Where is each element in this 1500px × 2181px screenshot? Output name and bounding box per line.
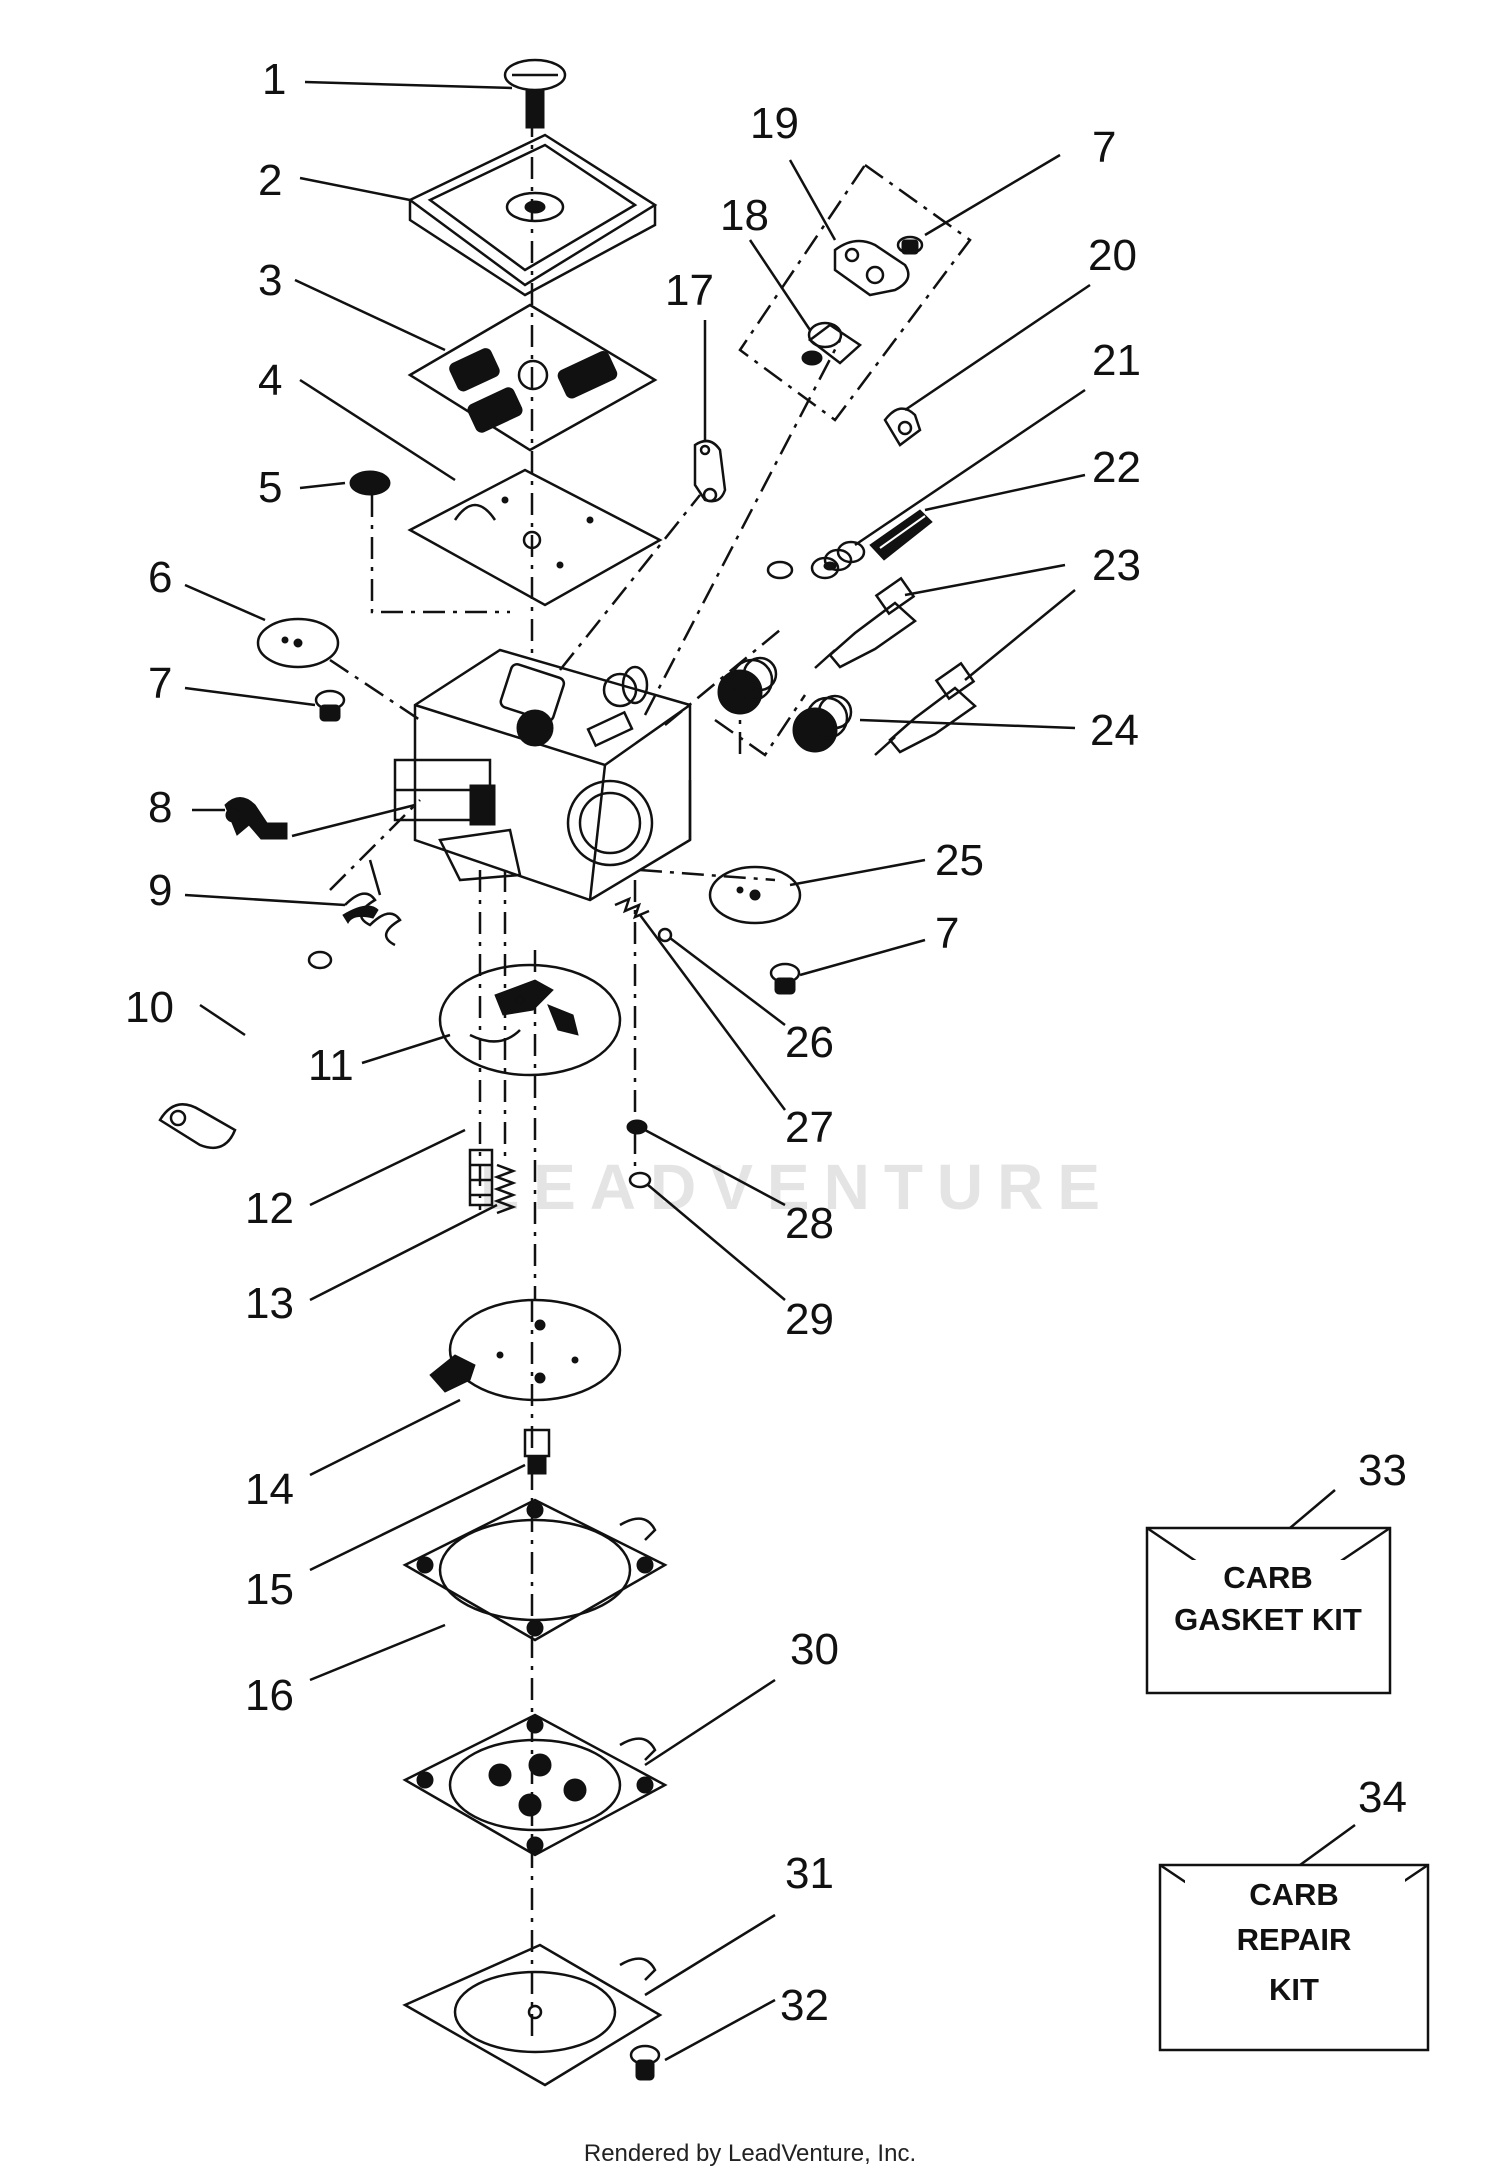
footer-credit: Rendered by LeadVenture, Inc. (583, 2140, 917, 2167)
gasket-kit-line2: GASKET KIT (1174, 1602, 1362, 1637)
part-19-lever (833, 239, 910, 297)
label-part-34: 34 (1358, 1773, 1407, 1822)
label-part-31: 31 (785, 1849, 834, 1898)
part-18-bushing (801, 321, 863, 366)
repair-kit-envelope: CARB REPAIR KIT (1158, 1863, 1430, 2052)
label-part-10: 10 (125, 983, 174, 1032)
part-7-screw-left (314, 689, 346, 722)
sub-assembly-box (738, 163, 972, 422)
part-26-27-spring-ball (614, 896, 673, 943)
repair-kit-line2: REPAIR (1237, 1922, 1352, 1957)
label-part-33: 33 (1358, 1446, 1407, 1495)
label-part-12: 12 (245, 1184, 294, 1233)
part-13-spring (493, 1163, 517, 1215)
part-31-metering-cover (402, 1943, 663, 2087)
part-28-29-plug-screen (626, 1119, 652, 1189)
label-part-19: 19 (750, 99, 799, 148)
repair-kit-line3: KIT (1269, 1972, 1319, 2007)
label-part-7-top: 7 (1092, 123, 1116, 172)
part-30-metering-diaphragm (402, 1713, 668, 1857)
label-part-7-left: 7 (148, 659, 172, 708)
part-14-metering-body (429, 1298, 622, 1402)
label-part-18: 18 (720, 191, 769, 240)
assembly-centerlines (329, 115, 842, 2040)
label-part-23: 23 (1092, 541, 1141, 590)
label-part-25: 25 (935, 836, 984, 885)
label-part-30: 30 (790, 1625, 839, 1674)
part-15-screw (523, 1428, 551, 1475)
part-2-pump-cover (407, 133, 658, 297)
label-part-11: 11 (308, 1041, 354, 1090)
label-part-3: 3 (258, 256, 282, 305)
label-part-7-right: 7 (935, 909, 959, 958)
watermark-text: LEADVENTURE (480, 1151, 1115, 1223)
label-part-13: 13 (245, 1279, 294, 1328)
part-11-metering-lever-plate (438, 963, 622, 1077)
part-9-spring (342, 859, 402, 947)
label-part-15: 15 (245, 1565, 294, 1614)
part-10-throttle-shaft (158, 950, 333, 1150)
part-7-screw-top (896, 235, 924, 255)
label-part-2: 2 (258, 156, 282, 205)
part-4-pump-diaphragm (407, 468, 663, 607)
part-17-clip (693, 439, 727, 503)
part-23-adjusting-needles (814, 576, 978, 756)
label-part-5: 5 (258, 463, 282, 512)
part-24-needle-springs (717, 656, 853, 753)
label-part-6: 6 (148, 553, 172, 602)
part-1-screw (503, 58, 567, 129)
part-8-fuel-fitting (224, 797, 288, 840)
part-6-choke-plate (256, 617, 340, 669)
part-20-choke-shaft (766, 407, 922, 580)
label-part-1: 1 (262, 55, 286, 104)
label-part-28: 28 (785, 1199, 834, 1248)
leader-lines (184, 80, 1356, 2062)
label-part-32: 32 (780, 1981, 829, 2030)
part-32-screw (629, 2044, 661, 2081)
label-part-27: 27 (785, 1103, 834, 1152)
part-22-idle-screw (869, 509, 933, 561)
label-part-29: 29 (785, 1295, 834, 1344)
label-part-26: 26 (785, 1018, 834, 1067)
label-part-17: 17 (665, 266, 714, 315)
gasket-kit-line1: CARB (1223, 1560, 1313, 1595)
part-3-pump-gasket (407, 303, 658, 452)
gasket-kit-envelope: CARB GASKET KIT (1145, 1526, 1392, 1695)
label-part-21: 21 (1092, 336, 1141, 385)
label-part-9: 9 (148, 866, 172, 915)
label-part-20: 20 (1088, 231, 1137, 280)
label-part-14: 14 (245, 1465, 294, 1514)
part-number-labels: 1 2 3 4 5 6 7 8 9 10 11 12 13 14 15 16 1… (125, 55, 1407, 2030)
label-part-8: 8 (148, 783, 172, 832)
part-12-inlet-needle (468, 1148, 494, 1207)
part-7-screw-right (769, 962, 801, 995)
part-5-welch-plug (349, 470, 391, 496)
label-part-4: 4 (258, 356, 282, 405)
repair-kit-line1: CARB (1249, 1877, 1339, 1912)
part-16-metering-gasket (402, 1498, 668, 1642)
part-25-throttle-plate (708, 865, 802, 925)
carburetor-body (393, 648, 692, 902)
label-part-24: 24 (1090, 706, 1139, 755)
label-part-22: 22 (1092, 443, 1141, 492)
part-21-spring (810, 540, 866, 580)
label-part-16: 16 (245, 1671, 294, 1720)
